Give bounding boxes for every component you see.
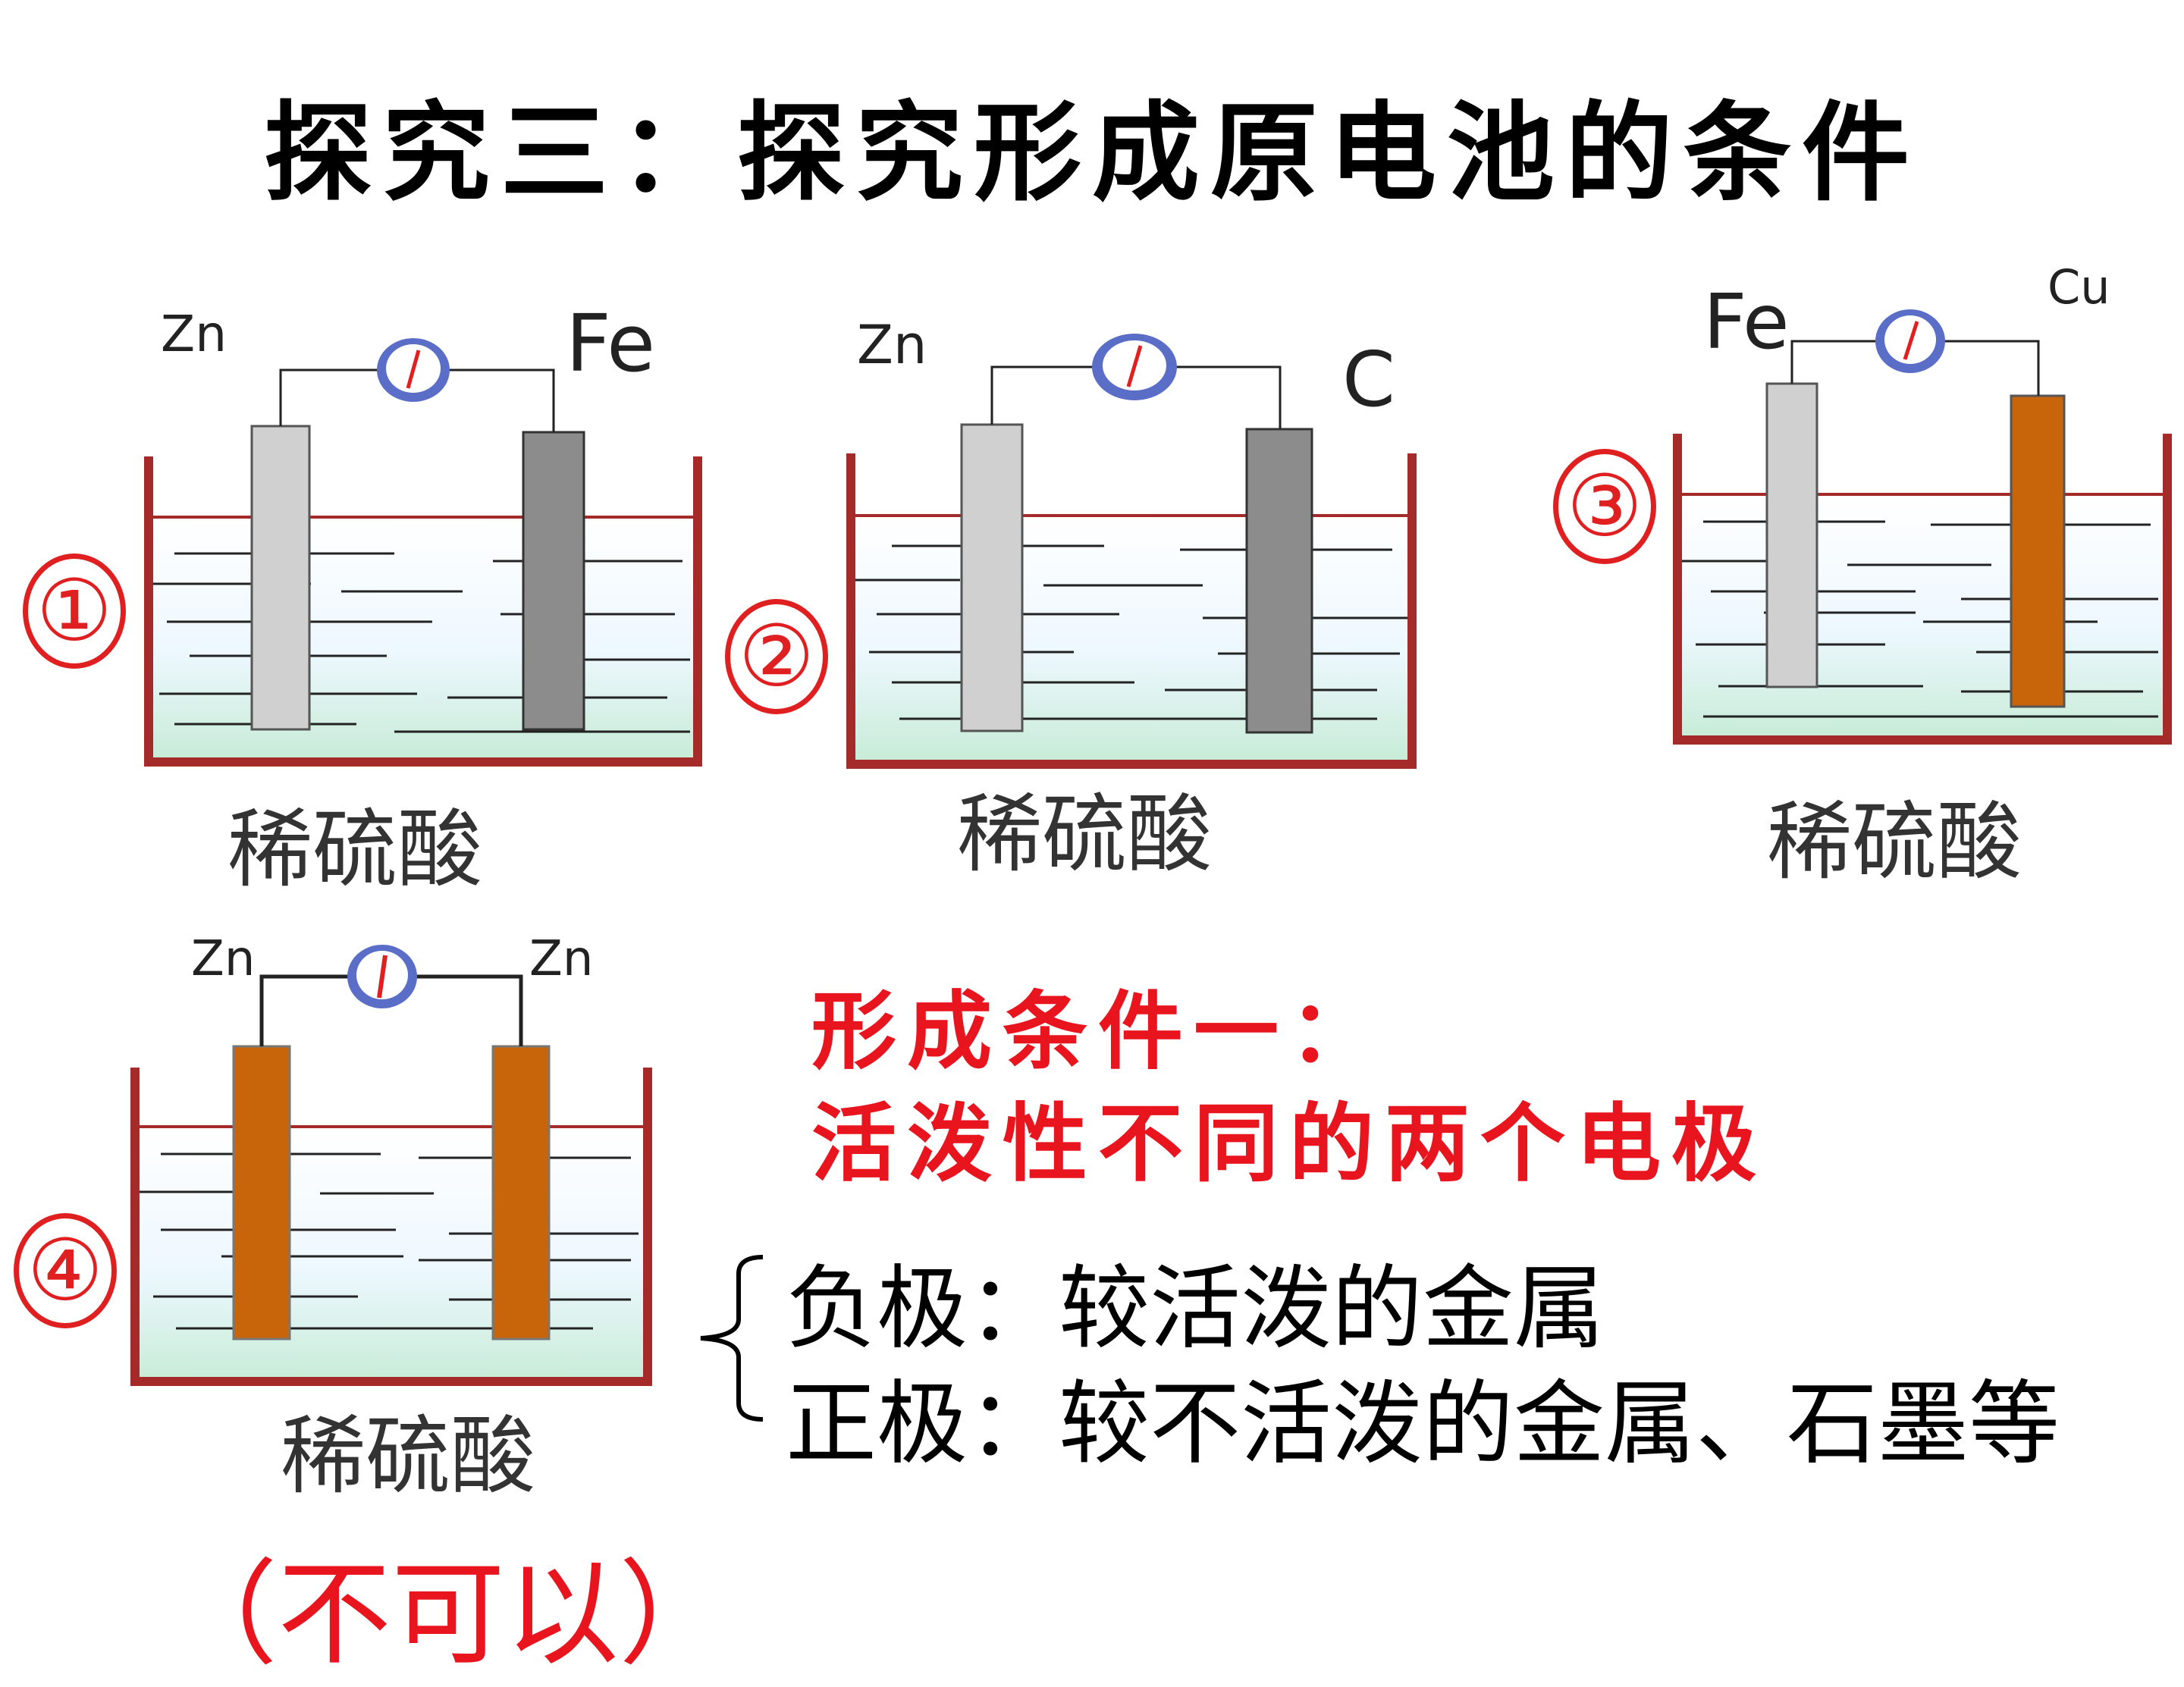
zn-electrode: [250, 425, 311, 731]
cell-1: Zn Fe: [144, 297, 705, 773]
solution: [854, 516, 1407, 760]
left-electrode-label: Zn: [161, 305, 228, 363]
left-electrode-label: Zn: [857, 314, 927, 376]
experiment-number-2: ②: [725, 599, 828, 714]
solution-label: 稀硫酸: [281, 1407, 535, 1506]
wire: [279, 368, 387, 426]
cell-1-apparatus: [144, 338, 702, 767]
condition-heading: 形成条件一：: [811, 982, 1385, 1081]
positive-pole-text: 正极：较不活泼的金属、石墨等: [786, 1372, 2060, 1477]
wire: [440, 368, 555, 432]
right-electrode-label: Fe: [566, 297, 656, 390]
right-electrode-label: Zn: [529, 931, 594, 987]
beaker: [846, 453, 1417, 769]
fe-electrode: [522, 431, 585, 731]
wire: [1165, 365, 1282, 429]
solution-label: 稀硫酸: [957, 785, 1212, 884]
left-electrode-label: Fe: [1703, 278, 1790, 366]
zn-electrode: [960, 423, 1024, 732]
solution: [138, 1127, 643, 1381]
cell-4-apparatus: [130, 945, 652, 1386]
beaker: [1673, 434, 2172, 745]
cu-electrode: [2010, 394, 2066, 708]
cell-2: Zn C: [846, 314, 1423, 773]
verdict-label: （不可以）: [164, 1549, 733, 1681]
wire: [990, 365, 1104, 425]
negative-pole-text: 负极：较活泼的金属: [786, 1256, 1605, 1362]
right-electrode-label: Cu: [2048, 259, 2110, 315]
cell-2-apparatus: [846, 334, 1417, 769]
beaker: [144, 456, 702, 767]
experiment-number-4: ④: [14, 1213, 117, 1328]
brace: [700, 1255, 764, 1422]
galvanometer: [1875, 309, 1945, 373]
cell-3-apparatus: [1673, 309, 2172, 745]
cell-4: Zn Zn: [130, 931, 661, 1389]
wire: [259, 974, 359, 1046]
cell-3: Fe Cu: [1673, 259, 2173, 758]
galvanometer: [347, 945, 417, 1008]
right-electrode-label: C: [1342, 335, 1395, 424]
solution-lines: [1680, 520, 2158, 718]
wire: [1935, 340, 2040, 396]
galvanometer: [1092, 334, 1177, 400]
beaker: [130, 1068, 652, 1386]
solution-label: 稀硫酸: [228, 801, 482, 899]
page-title: 探究三：探究形成原电池的条件: [264, 90, 1920, 216]
galvanometer: [377, 338, 450, 402]
experiment-number-1: ①: [23, 553, 126, 669]
left-electrode-label: Zn: [191, 931, 256, 987]
condition-text: 活泼性不同的两个电极: [811, 1094, 1767, 1193]
zn-electrode: [491, 1045, 551, 1341]
wire: [405, 974, 523, 1046]
fe-electrode: [1765, 382, 1818, 688]
solution-label: 稀硫酸: [1767, 793, 2022, 892]
zn-electrode: [232, 1045, 291, 1341]
c-electrode: [1245, 428, 1313, 734]
solution: [1680, 494, 2163, 737]
wire: [1790, 340, 1885, 384]
experiment-number-3: ③: [1553, 449, 1656, 564]
solution: [152, 517, 693, 758]
